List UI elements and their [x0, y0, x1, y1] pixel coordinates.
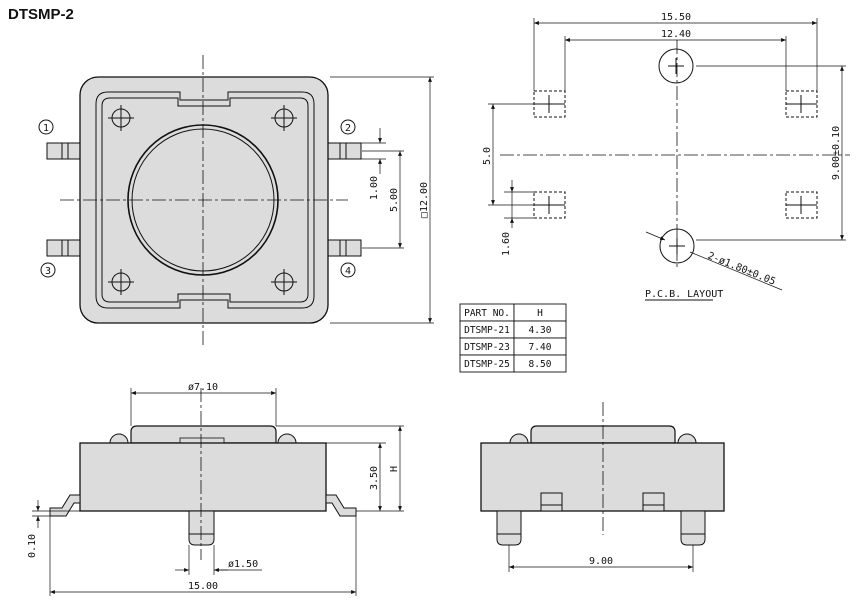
locating-hole-top [658, 48, 694, 84]
svg-text:ø7.10: ø7.10 [188, 382, 218, 393]
dim-5-0: 5.0 [482, 103, 534, 206]
drawing-title: DTSMP-2 [8, 6, 74, 23]
table-header-part: PART NO. [464, 308, 510, 319]
corner-hole-tr [271, 105, 297, 131]
dim-12-00: □12.00 [330, 76, 434, 324]
svg-text:1: 1 [43, 123, 49, 134]
svg-text:15.50: 15.50 [661, 12, 691, 23]
table-cell: DTSMP-25 [464, 359, 510, 370]
svg-text:3: 3 [45, 266, 51, 277]
pad-tl [533, 90, 566, 118]
svg-text:□12.00: □12.00 [419, 182, 430, 218]
svg-text:H: H [389, 466, 400, 472]
svg-text:9.00: 9.00 [589, 556, 613, 567]
svg-text:0.10: 0.10 [27, 534, 38, 558]
part-table: PART NO. H DTSMP-21 4.30 DTSMP-23 7.40 D… [459, 303, 567, 373]
dim-15-00: 15.00 [49, 516, 357, 596]
corner-hole-bl [108, 269, 134, 295]
actuator-cap [130, 425, 277, 444]
dim-1-60: 1.60 [501, 180, 534, 256]
front-body [79, 442, 327, 512]
pin-label-4: 4 [340, 262, 356, 278]
svg-text:4: 4 [345, 266, 351, 277]
svg-text:5.0: 5.0 [482, 147, 493, 165]
svg-text:2-ø1.80±0.05: 2-ø1.80±0.05 [706, 251, 777, 288]
dim-1-50: ø1.50 [175, 545, 262, 575]
svg-text:2: 2 [345, 123, 351, 134]
dim-7-10: ø7.10 [130, 382, 277, 426]
svg-text:9.00±0.10: 9.00±0.10 [831, 126, 842, 180]
side-view: 9.00 [480, 402, 725, 572]
corner-hole-br [271, 269, 297, 295]
pin-label-1: 1 [38, 119, 54, 135]
table-cell: DTSMP-21 [464, 325, 510, 336]
dim-15-50: 15.50 [533, 12, 818, 91]
side-body [480, 442, 725, 512]
terminal-2 [325, 142, 362, 160]
pad-br [785, 191, 818, 219]
table-cell: DTSMP-23 [464, 342, 510, 353]
dim-h: H [276, 425, 404, 512]
top-view: 1 2 3 4 1.00 5.00 [38, 55, 434, 345]
svg-text:15.00: 15.00 [188, 581, 218, 592]
dim-1-00: 1.00 [360, 128, 386, 200]
dim-hole-diameter: 2-ø1.80±0.05 [645, 231, 783, 291]
svg-text:1.00: 1.00 [369, 176, 380, 200]
pin-label-2: 2 [340, 119, 356, 135]
dim-5-00: 5.00 [362, 150, 404, 249]
pin-label-3: 3 [40, 262, 56, 278]
svg-text:1.60: 1.60 [501, 232, 512, 256]
svg-text:12.40: 12.40 [661, 29, 691, 40]
dim-9-00-tol: 9.00±0.10 [696, 65, 846, 241]
dim-9-00: 9.00 [508, 545, 694, 572]
dim-12-40: 12.40 [564, 29, 787, 91]
svg-text:5.00: 5.00 [389, 188, 400, 212]
corner-hole-tl [108, 105, 134, 131]
table-cell: 7.40 [529, 342, 552, 353]
pcb-layout: 15.50 12.40 5.0 [482, 12, 850, 301]
terminal-3 [46, 239, 83, 257]
terminal-1 [46, 142, 83, 160]
dim-3-50: 3.50 [326, 442, 386, 512]
pcb-layout-label: P.C.B. LAYOUT [645, 289, 723, 300]
pad-tr [785, 90, 818, 118]
table-header-h: H [537, 308, 543, 319]
table-cell: 4.30 [529, 325, 552, 336]
svg-text:3.50: 3.50 [369, 466, 380, 490]
pad-bl [533, 191, 566, 219]
svg-text:ø1.50: ø1.50 [228, 559, 258, 570]
terminal-4 [325, 239, 362, 257]
dim-0-10: 0.10 [27, 500, 80, 558]
locating-hole-bottom [659, 228, 695, 264]
table-cell: 8.50 [529, 359, 552, 370]
front-view: ø7.10 3.50 H 0.10 [27, 382, 404, 596]
